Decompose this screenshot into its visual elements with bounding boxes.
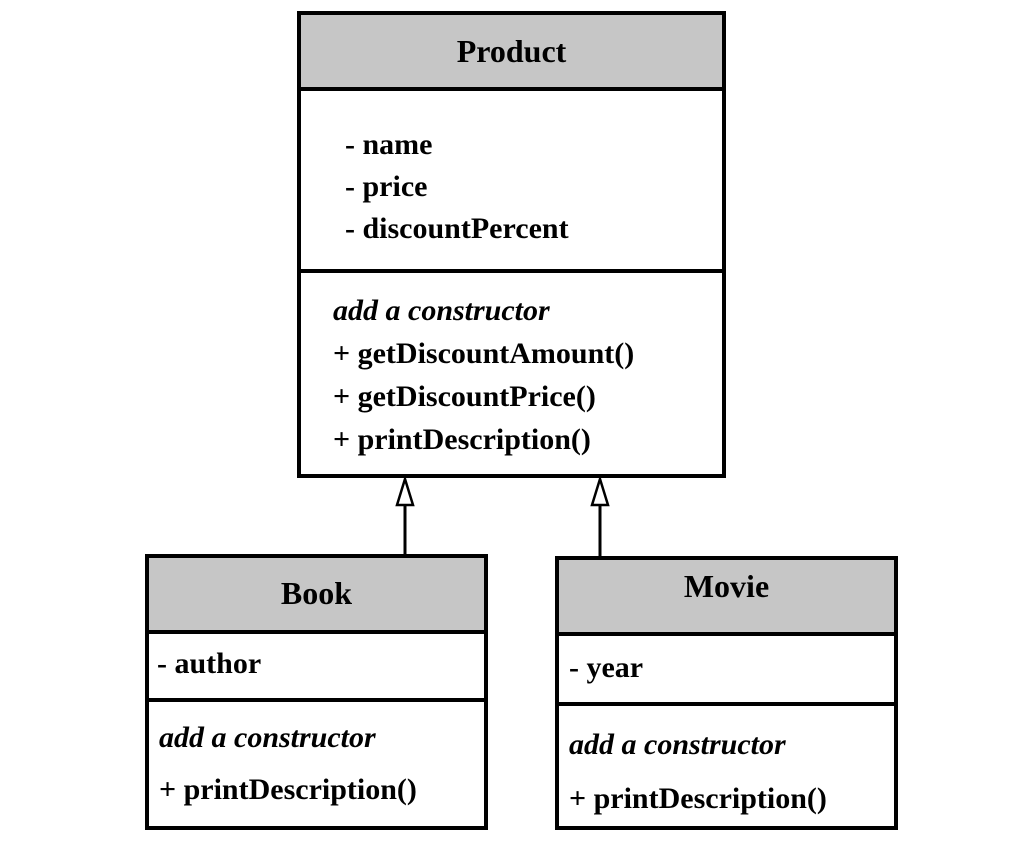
movie-class-box: Movie - year add a constructor + printDe… xyxy=(555,556,898,830)
product-constructor-note: add a constructor xyxy=(333,294,550,327)
product-attributes: - name - price - discountPercent xyxy=(301,91,722,273)
book-methods: add a constructor + printDescription() xyxy=(149,702,484,816)
method-get-discount-amount: + getDiscountAmount() xyxy=(333,337,635,370)
attribute-discount-percent: - discountPercent xyxy=(345,212,569,245)
book-constructor-note: add a constructor xyxy=(159,721,376,754)
method-print-description: + printDescription() xyxy=(333,423,591,456)
movie-methods: add a constructor + printDescription() xyxy=(559,706,894,826)
movie-attributes: - year xyxy=(559,636,894,706)
book-generalization-arrow xyxy=(395,474,415,554)
book-class-box: Book - author add a constructor + printD… xyxy=(145,554,488,830)
attribute-author: - author xyxy=(157,647,262,680)
book-class-name: Book xyxy=(149,558,484,634)
product-class-name: Product xyxy=(301,15,722,91)
book-generalization-arrowhead xyxy=(395,474,415,507)
movie-constructor-note: add a constructor xyxy=(569,728,786,761)
movie-generalization-arrow xyxy=(590,474,610,556)
product-methods: add a constructor + getDiscountAmount() … xyxy=(301,273,722,461)
book-method-print-description: + printDescription() xyxy=(159,773,417,806)
movie-generalization-arrowhead xyxy=(590,474,610,507)
product-class-box: Product - name - price - discountPercent… xyxy=(297,11,726,478)
attribute-name: - name xyxy=(345,128,433,161)
movie-method-print-description: + printDescription() xyxy=(569,782,827,815)
book-attributes: - author xyxy=(149,634,484,702)
attribute-year: - year xyxy=(569,651,644,684)
attribute-price: - price xyxy=(345,170,428,203)
method-get-discount-price: + getDiscountPrice() xyxy=(333,380,596,413)
movie-class-name: Movie xyxy=(559,560,894,636)
